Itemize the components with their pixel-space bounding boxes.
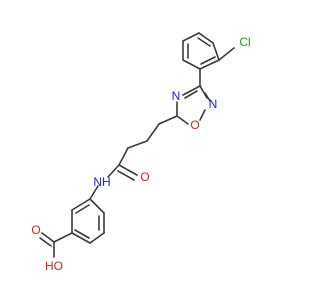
- bond: [117, 170, 135, 181]
- bond: [74, 229, 90, 239]
- chlorine-label: Cl: [239, 35, 250, 49]
- hydroxyl-label: HO: [45, 259, 63, 273]
- bond: [41, 232, 55, 243]
- bond: [199, 85, 208, 99]
- bond: [218, 47, 235, 61]
- bond: [182, 32, 200, 42]
- bond: [212, 42, 220, 61]
- bond: [199, 109, 206, 121]
- bonds: [39, 32, 235, 258]
- bond: [89, 232, 105, 244]
- bond: [71, 198, 91, 211]
- bond: [199, 59, 220, 70]
- bond: [53, 232, 73, 243]
- bond: [184, 90, 198, 99]
- bond: [204, 92, 211, 102]
- bond: [118, 147, 129, 166]
- bond: [39, 237, 52, 247]
- bond: [158, 115, 178, 125]
- acid-oxygen-label: O: [31, 223, 40, 237]
- nitrogen-label-right: N: [209, 97, 218, 111]
- amide-nh-label: NH: [93, 175, 110, 189]
- bond: [71, 232, 91, 244]
- nitrogen-label-top: N: [172, 89, 181, 103]
- bond: [176, 115, 189, 125]
- structure-diagram: Cl N N O NH O O HO: [31, 32, 251, 273]
- bond: [198, 32, 214, 44]
- bond: [107, 164, 120, 178]
- bond: [118, 164, 138, 176]
- bond: [89, 185, 99, 200]
- oxygen-label-ring: O: [190, 118, 199, 132]
- bond: [146, 123, 160, 142]
- atom-labels: Cl N N O NH O O HO: [31, 35, 250, 273]
- bond: [200, 56, 216, 65]
- bond: [182, 85, 201, 96]
- carbonyl-oxygen-label: O: [140, 170, 149, 184]
- bond: [75, 204, 90, 214]
- bond: [127, 140, 148, 149]
- bond: [182, 59, 201, 70]
- bond: [197, 37, 211, 47]
- bond: [89, 198, 105, 214]
